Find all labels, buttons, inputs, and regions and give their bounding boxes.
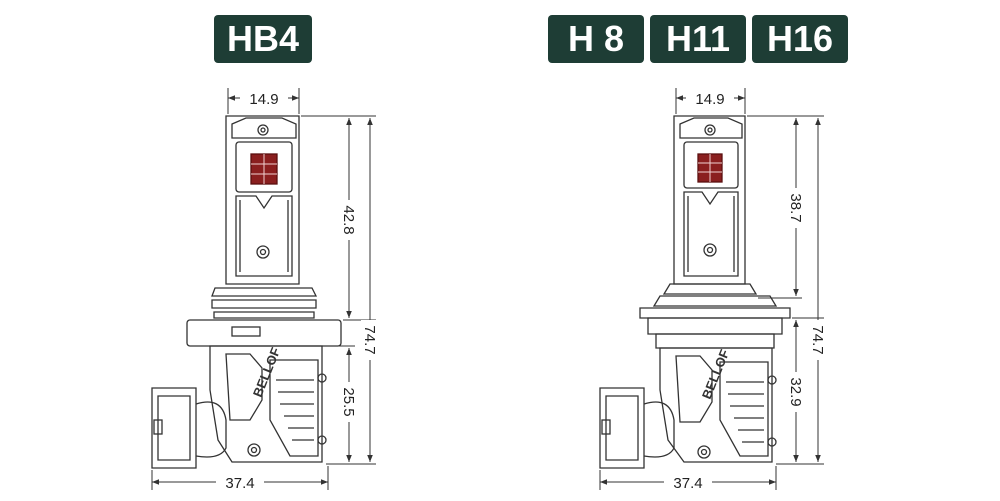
- h11-top-width-bg: [686, 89, 734, 107]
- h11-total-height-bg: [809, 320, 827, 360]
- h11-base-width-label: 37.4: [673, 475, 702, 492]
- h11-emblem: BELLOF: [699, 347, 732, 401]
- hb4-total-height-bg: [361, 320, 379, 360]
- badge-h8: H 8: [548, 15, 644, 63]
- h11-lower-height-bg: [787, 372, 805, 412]
- h11-lower-height-label: 32.9: [787, 377, 804, 406]
- hb4-top-width-bg: [240, 89, 288, 107]
- h11-base-width-bg: [664, 474, 712, 492]
- h11-bulb-drawing: [599, 115, 791, 469]
- h11-total-height-label: 74.7: [809, 325, 826, 354]
- hb4-bulb-drawing: [151, 115, 342, 469]
- h11-upper-height-bg: [787, 188, 805, 228]
- badge-hb4: HB4: [214, 15, 312, 63]
- hb4-upper-height-bg: [340, 200, 358, 240]
- h11-upper-height-label: 38.7: [787, 193, 804, 222]
- h11-top-width-label: 14.9: [695, 91, 724, 108]
- hb4-upper-height-label: 42.8: [340, 205, 357, 234]
- h11-dimension-lines: [599, 88, 824, 490]
- hb4-top-width-label: 14.9: [249, 91, 278, 108]
- hb4-base-width-bg: [216, 474, 264, 492]
- hb4-lower-height-bg: [340, 382, 358, 422]
- badge-h16: H16: [752, 15, 848, 63]
- hb4-base-width-label: 37.4: [225, 475, 254, 492]
- hb4-total-height-label: 74.7: [361, 325, 378, 354]
- hb4-lower-height-label: 25.5: [340, 387, 357, 416]
- badge-h11: H11: [650, 15, 746, 63]
- hb4-dimension-lines: [151, 88, 376, 490]
- hb4-emblem: BELLOF: [250, 345, 283, 399]
